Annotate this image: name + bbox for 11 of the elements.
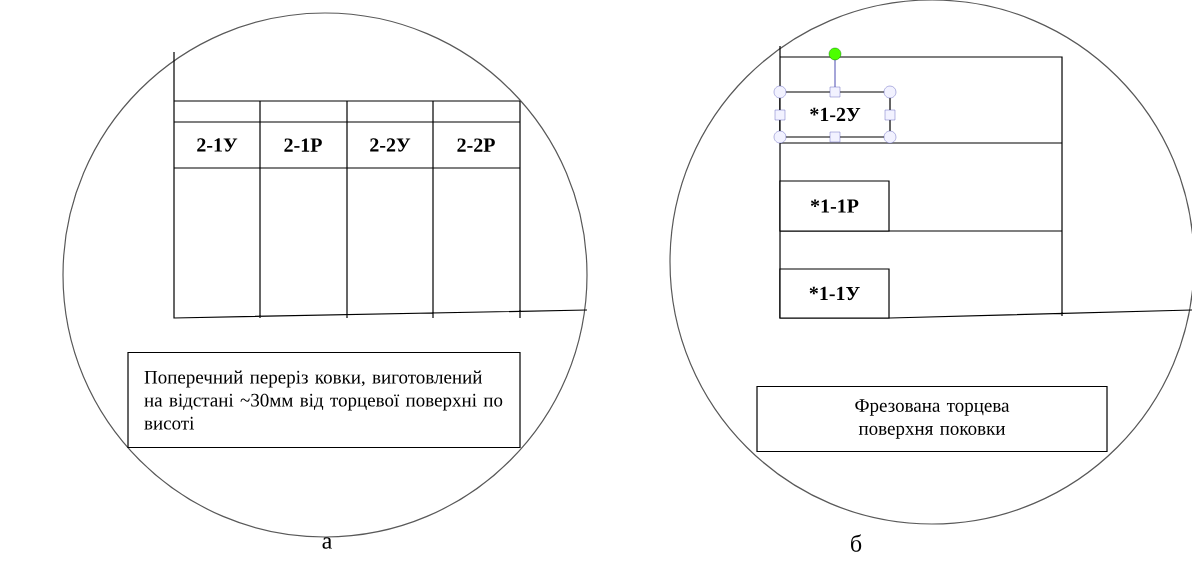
table-cell-text: 2-1Р <box>284 138 322 152</box>
caption-box: Поперечний переріз ковки, виготовлений на відстані ~30мм від торцевої поверхні по висоті <box>127 351 521 449</box>
panel-letter: а <box>322 537 332 549</box>
table-cell-text: 2-2Р <box>457 138 495 152</box>
table-cell-text: 2-2У <box>370 138 411 152</box>
caption-box: Фрезована торцева поверхня поковки <box>756 385 1108 453</box>
table-cell-text: 2-1У <box>197 138 238 152</box>
label-box: *1-1Р <box>779 180 890 232</box>
label-box: *1-2У <box>779 91 891 138</box>
panel-letter: б <box>851 534 862 552</box>
label-box: *1-1У <box>779 268 890 319</box>
